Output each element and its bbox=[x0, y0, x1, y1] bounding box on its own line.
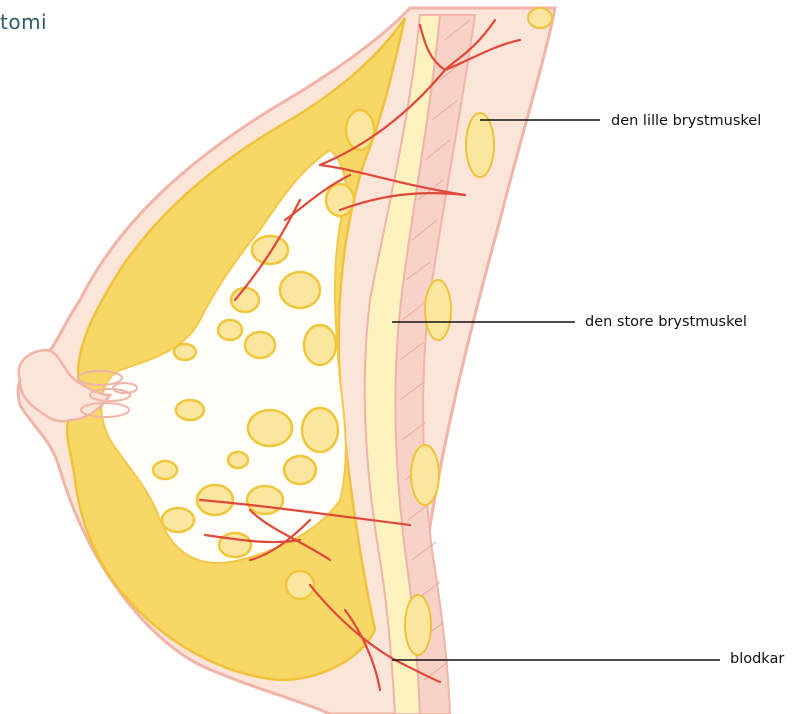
label-blood-vessel: blodkar bbox=[730, 651, 784, 667]
lobule bbox=[302, 408, 338, 452]
rib bbox=[405, 595, 431, 655]
label-pectoralis-minor: den lille brystmuskel bbox=[611, 113, 761, 129]
lobule bbox=[248, 410, 292, 446]
lobule bbox=[162, 508, 194, 532]
lobule bbox=[284, 456, 316, 484]
lobule bbox=[304, 325, 336, 365]
lobule bbox=[280, 272, 320, 308]
rib bbox=[528, 8, 552, 28]
lobule bbox=[228, 452, 248, 468]
lobule bbox=[218, 320, 242, 340]
lobule bbox=[245, 332, 275, 358]
lobule bbox=[247, 486, 283, 514]
lobule bbox=[252, 236, 288, 264]
rib bbox=[411, 445, 439, 505]
lobule bbox=[174, 344, 196, 360]
label-pectoralis-major: den store brystmuskel bbox=[585, 314, 747, 330]
lobule bbox=[176, 400, 204, 420]
lobule bbox=[153, 461, 177, 479]
rib bbox=[425, 280, 451, 340]
rib bbox=[466, 113, 494, 177]
lobule bbox=[326, 184, 354, 216]
